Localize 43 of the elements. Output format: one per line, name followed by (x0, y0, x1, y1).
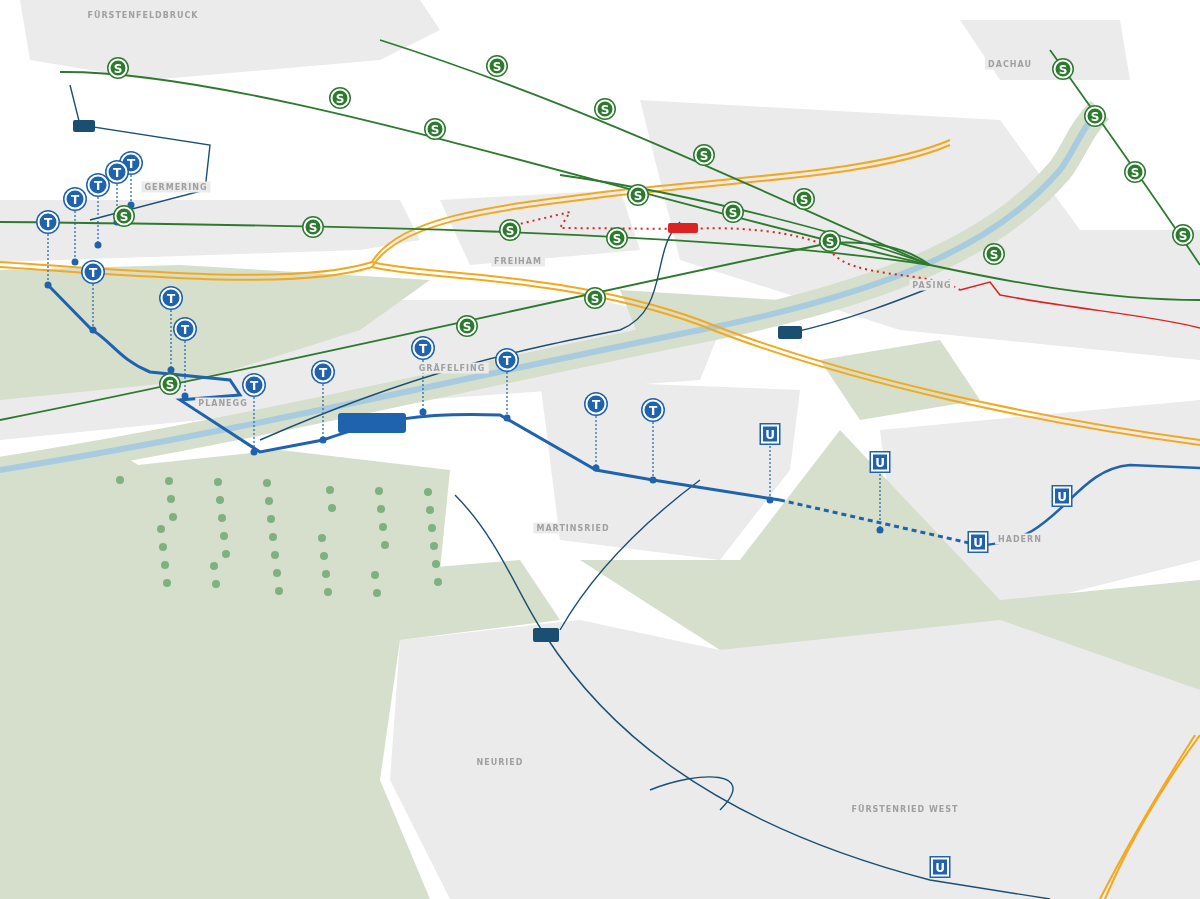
suburban-rail-sign: S (1173, 225, 1193, 245)
subway-sign: U (761, 424, 779, 444)
subway-sign: U (969, 532, 987, 552)
suburban-rail-sign: S (487, 56, 507, 76)
suburban-rail-sign: S (694, 145, 714, 165)
tram-stop-sign: T (174, 318, 196, 340)
suburban-rail-sign: S (607, 228, 627, 248)
tram-stop-sign: T (82, 261, 104, 283)
subway-sign: U (871, 452, 889, 472)
suburban-rail-sign: S (303, 217, 323, 237)
tram-stop-sign: T (106, 161, 128, 183)
suburban-rail-sign: S (585, 288, 605, 308)
suburban-rail-sign: S (108, 58, 128, 78)
suburban-rail-sign: S (794, 189, 814, 209)
tram-stop-sign: T (64, 188, 86, 210)
suburban-rail-sign: S (628, 185, 648, 205)
suburban-rail-sign: S (500, 220, 520, 240)
tram-stop-sign: T (412, 337, 434, 359)
suburban-rail-sign: S (114, 206, 134, 226)
suburban-rail-sign: S (820, 231, 840, 251)
suburban-rail-sign: S (457, 316, 477, 336)
suburban-rail-sign: S (330, 88, 350, 108)
tram-stop-sign: T (160, 287, 182, 309)
tram-stop-sign: T (87, 174, 109, 196)
subway-sign: U (931, 857, 949, 877)
suburban-rail-sign: S (984, 244, 1004, 264)
subway-sign: U (1053, 486, 1071, 506)
suburban-rail-sign: S (160, 374, 180, 394)
suburban-rail-sign: S (1053, 59, 1073, 79)
tram-stop-sign: T (37, 211, 59, 233)
tram-stop-sign: T (585, 393, 607, 415)
place-name: PASING (909, 279, 955, 291)
tram-stop-sign: T (642, 399, 664, 421)
place-name: GERMERING (141, 181, 211, 193)
suburban-rail-sign: S (723, 202, 743, 222)
tram-stop-sign: T (496, 349, 518, 371)
suburban-rail-sign: S (1085, 106, 1105, 126)
suburban-rail-sign: S (425, 119, 445, 139)
tram-stop-sign: T (243, 374, 265, 396)
tram-stop-sign: T (312, 361, 334, 383)
place-name: FREIHAM (491, 255, 545, 267)
suburban-rail-sign: S (1125, 162, 1145, 182)
suburban-rail-sign: S (595, 99, 615, 119)
